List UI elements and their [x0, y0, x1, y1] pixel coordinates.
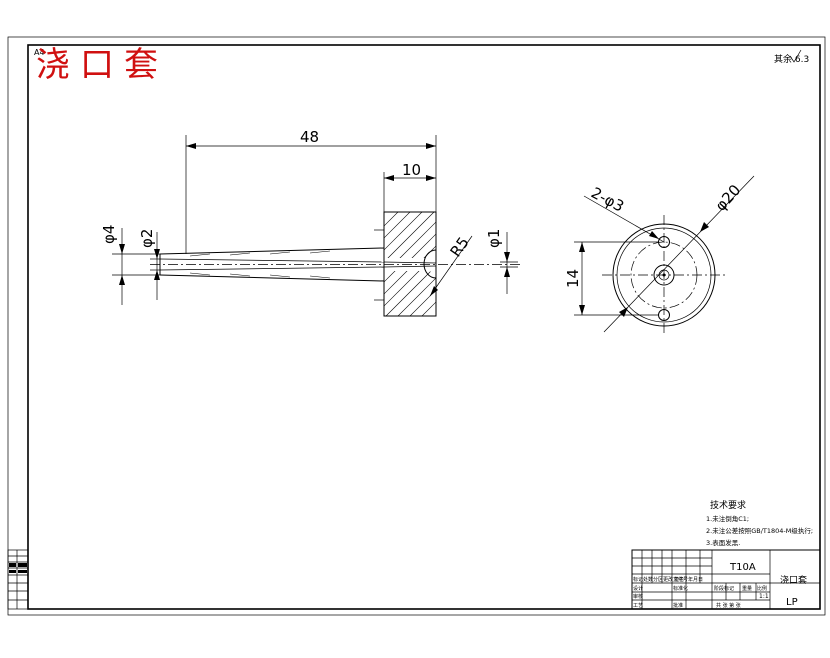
dim-phi2: φ2: [138, 229, 156, 248]
tb-label-ratio: 比例: [757, 585, 767, 592]
corner-code: A4: [34, 48, 45, 57]
tech-requirements: 技术要求 1.未注倒角C1; 2.未注公差按照GB/T1804-M级执行; 3.…: [706, 499, 813, 547]
tb-label-design: 设计: [633, 585, 643, 592]
tb-label-review: 审核: [633, 593, 643, 600]
tube-hatch: [189, 250, 331, 279]
tb-label-mark: 标记: [633, 576, 643, 583]
flange-hatch-bottom: [384, 271, 436, 316]
tube-top: [159, 247, 385, 255]
tech-item-2: 2.未注公差按照GB/T1804-M级执行;: [706, 526, 813, 535]
tb-part-name: 浇口套: [780, 574, 807, 586]
dim-phi4: φ4: [100, 225, 118, 244]
tb-label-date: 年月日: [688, 576, 703, 583]
tb-label-sign: 签名: [674, 576, 684, 583]
tb-label-approve: 批准: [673, 602, 683, 609]
tech-item-3: 3.表面发黑.: [706, 538, 740, 547]
spherical-recess: [423, 249, 437, 279]
dim-14: 14: [564, 269, 582, 288]
tb-label-process: 工艺: [633, 603, 643, 609]
tech-heading: 技术要求: [710, 499, 746, 511]
tb-code: LP: [786, 597, 798, 608]
dim-10: 10: [402, 161, 421, 179]
tb-label-weight: 重量: [742, 585, 752, 592]
dim-48: 48: [300, 128, 319, 146]
tb-label-standard: 标准化: [673, 585, 688, 592]
dim-phi20: φ20: [712, 181, 745, 215]
tb-material: T10A: [729, 562, 756, 573]
tech-item-1: 1.未注倒角C1;: [706, 514, 749, 523]
outer-border: [7, 36, 826, 616]
tube-bottom: [159, 274, 385, 282]
inner-frame: [27, 44, 821, 610]
flange-outline: [383, 211, 437, 317]
dim-phi1: φ1: [485, 229, 503, 248]
title-block: 标记 处数 分区 更改文件号 签名 年月日 设计 标准化 审核 工艺 批准 阶段…: [631, 549, 821, 610]
tb-label-zone: 分区: [653, 576, 663, 583]
roughness-note: 其余 6.3: [774, 49, 809, 65]
title-stamp: 浇口套: [36, 45, 168, 85]
tb-label-change: 更改文件号: [663, 576, 688, 583]
flange-hatch-top: [384, 212, 436, 258]
side-view: 14 2-φ3 φ20: [564, 175, 755, 335]
tb-sheets: 共 张 第 张: [716, 602, 741, 609]
tb-label-count: 处数: [643, 576, 653, 583]
section-view: 48 10 φ4 φ2 R5 φ1: [100, 128, 520, 317]
side-revision-block: [7, 549, 29, 610]
tb-label-stage: 阶段标记: [714, 585, 734, 592]
tb-scale: 1:1: [759, 593, 769, 600]
roughness-symbol-icon: [789, 49, 802, 63]
dim-r5: R5: [447, 234, 473, 261]
dim-2-phi3: 2-φ3: [588, 184, 627, 216]
